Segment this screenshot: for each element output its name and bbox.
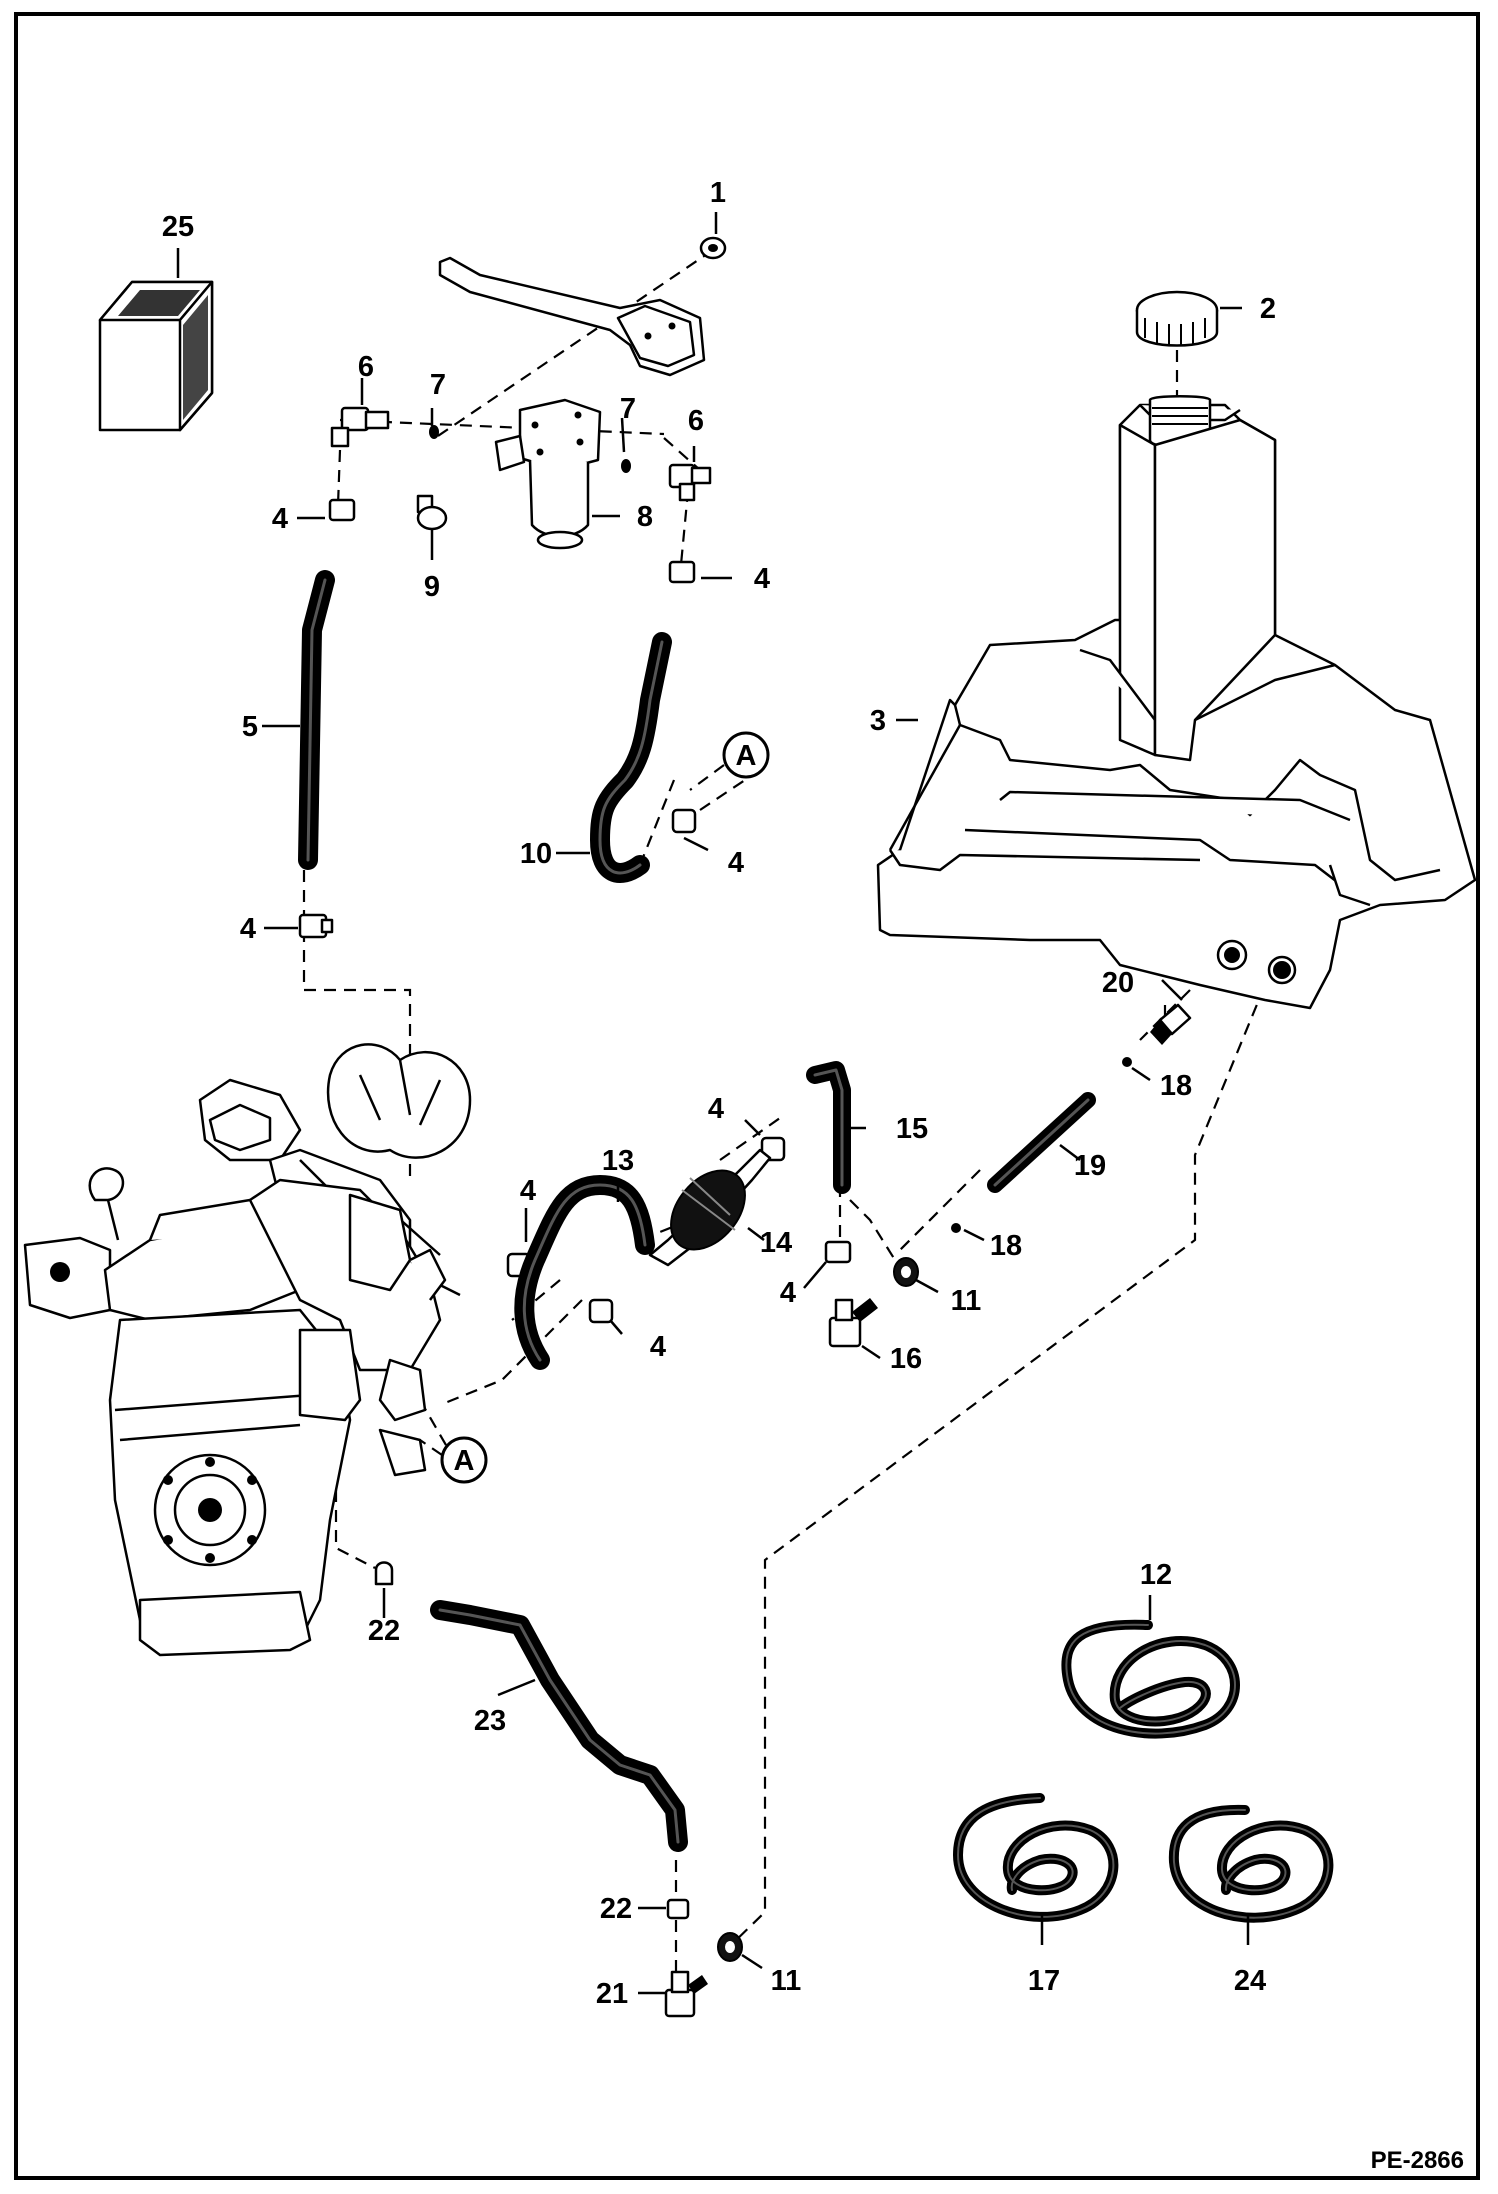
callout-21: 21 — [596, 1978, 628, 2010]
part-22-clamps — [374, 1561, 690, 1920]
part-21-fitting — [664, 1970, 708, 2018]
callout-10: 10 — [520, 838, 552, 870]
callout-20: 20 — [1102, 967, 1134, 999]
part-3-fuel-tank — [876, 395, 1477, 1010]
svg-text:A: A — [454, 1445, 475, 1477]
callout-24: 24 — [1234, 1965, 1266, 1997]
part-6-fittings — [330, 406, 712, 502]
callout-7-a: 7 — [430, 369, 446, 401]
part-1-nut — [699, 236, 727, 260]
engine — [23, 1043, 472, 1657]
callout-4-e: 4 — [708, 1093, 724, 1125]
callout-2: 2 — [1260, 293, 1276, 325]
callout-17: 17 — [1028, 1965, 1060, 1997]
callout-4-c: 4 — [728, 847, 744, 879]
part-18-washers — [951, 1057, 1132, 1233]
callout-25: 25 — [162, 211, 194, 243]
callout-6-a: 6 — [358, 351, 374, 383]
callout-19: 19 — [1074, 1150, 1106, 1182]
callout-22-b: 22 — [600, 1893, 632, 1925]
callout-14: 14 — [760, 1227, 792, 1259]
drawing-code: PE-2866 — [1371, 2147, 1464, 2174]
reference-marker-a-top: A — [722, 731, 770, 779]
marker-a-top-leader — [689, 764, 725, 791]
part-11-grommets — [717, 1257, 919, 1962]
part-13-hose — [514, 1175, 655, 1370]
callout-6-b: 6 — [688, 405, 704, 437]
part-10-hose — [590, 632, 672, 883]
callout-labels: 1 2 3 4 4 4 4 4 4 4 4 5 6 6 7 7 8 9 10 1… — [162, 177, 1276, 2010]
filter-bracket — [438, 256, 706, 377]
callout-1: 1 — [710, 177, 726, 209]
callout-13: 13 — [602, 1145, 634, 1177]
callout-4-h: 4 — [780, 1277, 796, 1309]
marker-a-bottom-leader — [419, 1439, 443, 1456]
callout-8: 8 — [637, 501, 653, 533]
callout-12: 12 — [1140, 1559, 1172, 1591]
callout-4-a: 4 — [272, 503, 288, 535]
part-9-bolt — [416, 494, 448, 531]
callout-9: 9 — [424, 571, 440, 603]
part-5-hose — [298, 570, 335, 870]
callout-22-a: 22 — [368, 1615, 400, 1647]
part-15-hose — [806, 1061, 851, 1194]
diagram-border — [14, 12, 1480, 2180]
callout-16: 16 — [890, 1343, 922, 1375]
callout-7-b: 7 — [620, 393, 636, 425]
leader-lines — [176, 212, 1250, 1995]
callout-4-b: 4 — [754, 563, 770, 595]
part-20-fitting — [1150, 1003, 1192, 1045]
callout-23: 23 — [474, 1705, 506, 1737]
part-17-coiled-hose — [953, 1793, 1119, 1922]
callout-4-d: 4 — [240, 913, 256, 945]
part-25-box — [98, 280, 214, 432]
callout-3: 3 — [870, 705, 886, 737]
part-2-cap — [1135, 290, 1219, 347]
part-16-valve — [828, 1298, 878, 1348]
part-19-hose — [987, 1092, 1096, 1193]
callout-15: 15 — [896, 1113, 928, 1145]
part-8-fuel-filter — [494, 398, 602, 550]
callout-4-f: 4 — [520, 1175, 536, 1207]
part-23-hose — [430, 1600, 688, 1852]
part-7-washers — [429, 425, 631, 473]
callout-11-b: 11 — [771, 1965, 802, 1997]
part-24-coiled-hose — [1168, 1804, 1334, 1923]
reference-marker-a-bottom: A — [440, 1436, 488, 1484]
svg-text:A: A — [736, 740, 757, 772]
callout-11-a: 11 — [951, 1285, 982, 1317]
callout-5: 5 — [242, 711, 258, 743]
part-14-primer-bulb — [648, 1148, 772, 1267]
callout-18-a: 18 — [1160, 1070, 1192, 1102]
part-12-coiled-hose — [1061, 1619, 1240, 1739]
callout-4-g: 4 — [650, 1331, 666, 1363]
callout-18-b: 18 — [990, 1230, 1022, 1262]
